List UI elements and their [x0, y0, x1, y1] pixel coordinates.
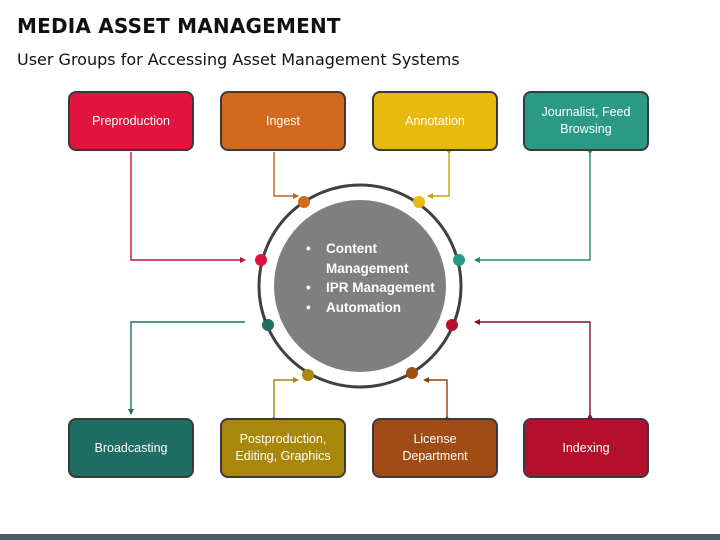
dot-ingest [298, 196, 310, 208]
connector-broadcasting [128, 321, 245, 415]
dot-journalist [453, 254, 465, 266]
group-label: Annotation [405, 113, 465, 128]
page-title: MEDIA ASSET MANAGEMENT [17, 14, 341, 38]
page-subtitle: User Groups for Accessing Asset Manageme… [17, 50, 460, 69]
connector-postproduction [271, 377, 299, 421]
group-label: Broadcasting [94, 440, 168, 455]
connector-preproduction [130, 152, 246, 263]
footer-bar [0, 534, 720, 540]
connector-annotation [427, 149, 452, 199]
center-topic: IPR Management [304, 278, 444, 298]
group-box-broadcasting: Broadcasting [68, 418, 194, 478]
dot-license [406, 367, 418, 379]
connector-indexing [474, 319, 593, 419]
group-box-journalist: Journalist, Feed Browsing [523, 91, 649, 151]
dot-annotation [413, 196, 425, 208]
connector-license [423, 377, 450, 421]
center-topic: Automation [304, 298, 444, 318]
group-label: Journalist, Feed Browsing [541, 105, 631, 136]
group-box-annotation: Annotation [372, 91, 498, 151]
connector-journalist [474, 149, 593, 263]
group-label: License Department [402, 432, 468, 463]
group-box-postproduction: Postproduction, Editing, Graphics [220, 418, 346, 478]
group-box-preproduction: Preproduction [68, 91, 194, 151]
center-topic: Content Management [304, 239, 444, 278]
group-label: Preproduction [92, 113, 170, 128]
group-box-license: License Department [372, 418, 498, 478]
connector-ingest [273, 152, 299, 199]
dot-postproduction [302, 369, 314, 381]
group-label: Indexing [562, 440, 610, 455]
dot-preproduction [255, 254, 267, 266]
dot-broadcasting [262, 319, 274, 331]
center-ring [257, 183, 463, 389]
group-box-ingest: Ingest [220, 91, 346, 151]
group-box-indexing: Indexing [523, 418, 649, 478]
group-label: Ingest [265, 113, 301, 128]
dot-indexing [446, 319, 458, 331]
center-topics: Content Management IPR Management Automa… [304, 239, 444, 317]
group-label: Postproduction, Editing, Graphics [235, 432, 331, 463]
